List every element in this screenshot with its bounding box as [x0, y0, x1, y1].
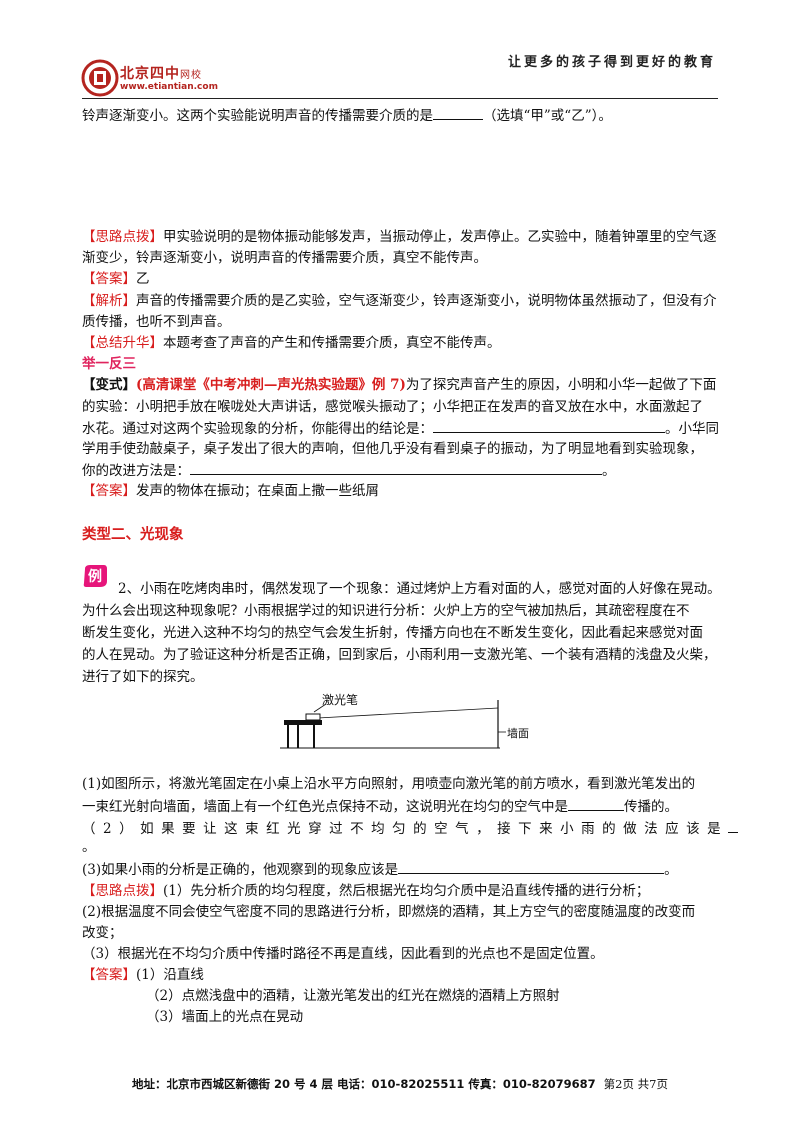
method-blank[interactable]	[190, 461, 602, 475]
q2-part1-cont: 一束红光射向墙面，墙面上有一个红色光点保持不动，这说明光在均匀的空气中是传播的。	[82, 797, 678, 815]
q2-part3: (3)如果小雨的分析是正确的，他观察到的现象应该是。	[82, 860, 678, 878]
answer-blank[interactable]	[433, 106, 483, 120]
q2-answer: 【答案】(1）沿直线	[82, 967, 204, 983]
variant-line5: 你的改进方法是：。	[82, 461, 616, 479]
example-badge-icon	[83, 565, 107, 587]
variant-line1: 【变式】(高清课堂《中考冲刺—声光热实验题》例 7)为了探究声音产生的原因，小明…	[82, 377, 717, 393]
q1-answer: 【答案】乙	[82, 271, 150, 287]
q2-part2: （2）如果要让这束红光穿过不均匀的空气，接下来小雨的做法应该是	[82, 819, 739, 838]
variant-heading: 举一反三	[82, 356, 136, 372]
variant-line2: 的实验：小明把手放在喉咙处大声讲话，感觉喉头振动了；小华把正在发声的音叉放在水中…	[82, 399, 703, 415]
q1-hint: 【思路点拨】甲实验说明的是物体振动能够发声，当振动停止，发声停止。乙实验中，随着…	[82, 229, 717, 245]
variant-answer: 【答案】发声的物体在振动；在桌面上撒一些纸屑	[82, 483, 379, 499]
phenomenon-blank[interactable]	[398, 860, 665, 874]
q2-part1: (1)如图所示，将激光笔固定在小桌上沿水平方向照射，用喷壶向激光笔的前方喷水，看…	[82, 776, 696, 792]
q2-line2: 为什么会出现这种现象呢？小雨根据学过的知识进行分析：火炉上方的空气被加热后，其疏…	[82, 603, 690, 619]
q2-line1: 2、小雨在吃烤肉串时，偶然发现了一个现象：通过烤炉上方看对面的人，感觉对面的人好…	[118, 581, 721, 597]
page-footer: 地址：北京市西城区新德街 20 号 4 层 电话：010-82025511 传真…	[132, 1077, 668, 1091]
logo-url: www.etiantian.com	[120, 82, 218, 92]
q2-line4: 的人在晃动。为了验证这种分析是否正确，回到家后，小雨利用一支激光笔、一个装有酒精…	[82, 647, 717, 663]
q2-hint-2-cont: 改变；	[82, 925, 123, 941]
conclusion-blank[interactable]	[433, 419, 665, 433]
q1-hint-cont: 渐变少，铃声逐渐变小，说明声音的传播需要介质，真空不能传声。	[82, 250, 487, 266]
q2-line3: 断发生变化，光进入这种不均匀的热空气会发生折射，传播方向也在不断发生变化，因此看…	[82, 625, 703, 641]
section-title: 类型二、光现象	[82, 527, 184, 543]
figure-label-wall: 墙面	[507, 727, 529, 740]
header-slogan: 让更多的孩子得到更好的教育	[507, 55, 716, 70]
q2-hint-2: (2)根据温度不同会使空气密度不同的思路进行分析，即燃烧的酒精，其上方空气的密度…	[82, 904, 696, 920]
q1-analysis-cont: 质传播，也听不到声音。	[82, 314, 231, 330]
page-number: 第2页 共7页	[603, 1077, 668, 1091]
laser-experiment-figure	[280, 700, 506, 749]
example-badge-label: 例	[88, 569, 102, 585]
q2-hint-3: （3）根据光在不均匀介质中传播时路径不再是直线，因此看到的光点也不是固定位置。	[82, 946, 604, 962]
q1-analysis: 【解析】声音的传播需要介质的是乙实验，空气逐渐变少，铃声逐渐变小，说明物体虽然振…	[82, 293, 717, 309]
q1-line1: 铃声逐渐变小。这两个实验能说明声音的传播需要介质的是（选填“甲”或“乙”）。	[82, 106, 612, 124]
header-divider	[82, 98, 718, 99]
propagation-blank[interactable]	[568, 797, 624, 811]
method-blank-2[interactable]	[728, 819, 739, 833]
variant-line4: 学用手使劲敲桌子，桌子发出了很大的声响，但他几乎没有看到桌子的振动，为了明显地看…	[82, 441, 703, 457]
q1-summary: 【总结升华】本题考查了声音的产生和传播需要介质，真空不能传声。	[82, 335, 501, 351]
q2-line5: 进行了如下的探究。	[82, 669, 204, 685]
q2-answer-3: （3）墙面上的光点在晃动	[146, 1009, 304, 1025]
logo-emblem-icon	[81, 59, 119, 97]
logo-text: 北京四中网校	[120, 66, 202, 82]
q2-answer-2: （2）点燃浅盘中的酒精，让激光笔发出的红光在燃烧的酒精上方照射	[146, 988, 560, 1004]
q2-part2-end: 。	[82, 839, 96, 855]
q2-hint: 【思路点拨】(1）先分析介质的均匀程度，然后根据光在均匀介质中是沿直线传播的进行…	[82, 883, 650, 899]
variant-line3: 水花。通过对这两个实验现象的分析，你能得出的结论是：。小华同	[82, 419, 719, 437]
figure-label-laser: 激光笔	[322, 693, 359, 707]
